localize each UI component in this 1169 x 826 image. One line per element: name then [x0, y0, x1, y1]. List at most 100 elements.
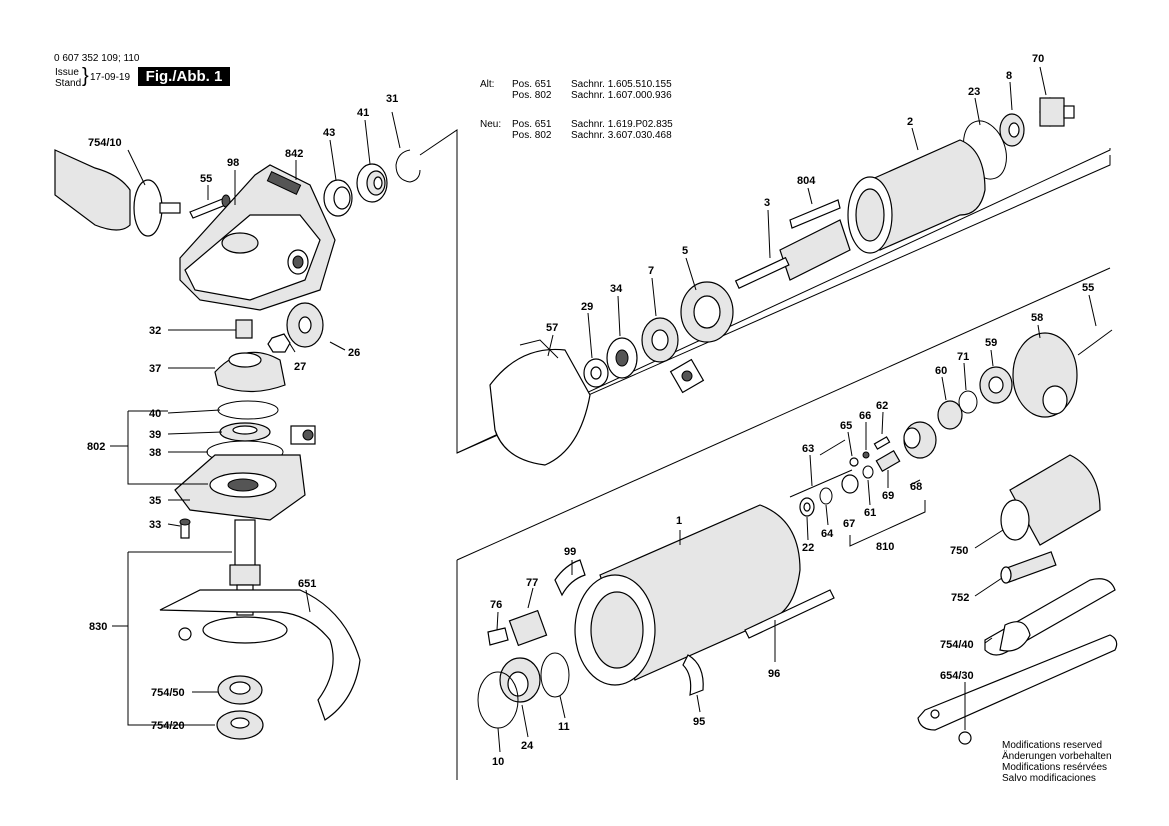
modifications-fr: Modifications resérvées: [1002, 762, 1108, 773]
part-651-guard: [159, 589, 361, 721]
part-3-rotor: [734, 219, 851, 289]
label-24: 24: [521, 740, 534, 752]
label-99: 99: [564, 546, 576, 558]
grease-icon-left: [290, 425, 316, 445]
label-10: 10: [492, 756, 504, 768]
label-62: 62: [876, 400, 888, 412]
label-55: 55: [200, 173, 212, 185]
label-64: 64: [821, 528, 834, 540]
label-752: 752: [951, 592, 969, 604]
part-1-housing: [574, 504, 801, 686]
part-31-circlip: [395, 149, 421, 183]
label-754-40: 754/40: [940, 639, 974, 651]
part-2-cylinder: [847, 139, 986, 254]
part-76-bracket: [487, 627, 509, 646]
label-27: 27: [294, 361, 306, 373]
valve-body: [903, 421, 937, 459]
label-651: 651: [298, 578, 316, 590]
label-754-20: 754/20: [151, 720, 185, 732]
part-34-bearing-cap: [606, 337, 638, 379]
label-830: 830: [89, 621, 107, 633]
label-98: 98: [227, 157, 239, 169]
part-99-label: [554, 559, 586, 597]
part-57-governor: [489, 339, 591, 466]
label-63: 63: [802, 443, 814, 455]
label-43: 43: [323, 127, 335, 139]
part-61-oring: [862, 465, 874, 479]
part-69-spring: [875, 449, 901, 473]
label-654-30: 654/30: [940, 670, 974, 682]
part-43-ring: [323, 179, 353, 217]
label-2: 2: [907, 116, 913, 128]
part-27-nut: [267, 333, 291, 353]
label-32: 32: [149, 325, 161, 337]
label-38: 38: [149, 447, 161, 459]
label-40: 40: [149, 408, 161, 420]
part-41-bearing: [356, 163, 388, 203]
part-29-washer: [583, 358, 609, 388]
label-754-10: 754/10: [88, 137, 122, 149]
label-70: 70: [1032, 53, 1044, 65]
part-59-fitting: [979, 366, 1013, 404]
part-26-bevel-gear: [286, 302, 324, 348]
label-750: 750: [950, 545, 968, 557]
part-64-oring: [819, 487, 833, 505]
label-68: 68: [910, 481, 922, 493]
part-96-nameplate: [744, 589, 835, 639]
neu-row-2-pos: Pos. 802: [512, 130, 552, 141]
label-59: 59: [985, 337, 997, 349]
part-654-30-pin-spanner: [917, 634, 1118, 745]
label-1: 1: [676, 515, 682, 527]
alt-label: Alt:: [480, 79, 495, 90]
part-32-needle-sleeve: [235, 319, 253, 339]
part-58-housing-cover: [1012, 332, 1078, 418]
modifications-es: Salvo modificaciones: [1002, 773, 1096, 784]
stand-label: Stand: [55, 78, 82, 89]
label-67: 67: [843, 518, 855, 530]
panel-outlines: [419, 129, 1111, 780]
modifications-de: Änderungen vorbehalten: [1002, 751, 1112, 762]
part-62-spring: [873, 436, 891, 450]
part-66-ball: [862, 451, 870, 459]
label-31: 31: [386, 93, 398, 105]
neu-label: Neu:: [480, 119, 502, 130]
label-33: 33: [149, 519, 161, 531]
label-96: 96: [768, 668, 780, 680]
label-11: 11: [558, 721, 570, 733]
label-65: 65: [840, 420, 852, 432]
label-55-right: 55: [1082, 282, 1094, 294]
part-11-oring: [540, 652, 570, 698]
neu-row-2-sachnr: Sachnr. 3.607.030.468: [571, 130, 672, 141]
part-22-washer: [799, 497, 815, 517]
part-70-valve: [1039, 97, 1075, 127]
part-95-label: [682, 654, 704, 696]
label-58: 58: [1031, 312, 1043, 324]
alt-row-1-sachnr: Sachnr. 1.605.510.155: [571, 79, 672, 90]
part-35-flange: [174, 454, 306, 521]
modifications-note: Modifications reserved Änderungen vorbeh…: [1002, 740, 1112, 784]
label-41: 41: [357, 107, 369, 119]
alt-row-2-pos: Pos. 802: [512, 90, 552, 101]
label-26: 26: [348, 347, 360, 359]
part-77-trigger: [508, 609, 548, 647]
label-8: 8: [1006, 70, 1012, 82]
label-22: 22: [802, 542, 814, 554]
label-66: 66: [859, 410, 871, 422]
neu-row-1-pos: Pos. 651: [512, 119, 552, 130]
label-76: 76: [490, 599, 502, 611]
part-98-842-housing: [179, 164, 336, 311]
part-40-circlip: [217, 400, 279, 420]
label-29: 29: [581, 301, 593, 313]
label-77: 77: [526, 577, 538, 589]
label-3: 3: [764, 197, 770, 209]
alt-row-1-pos: Pos. 651: [512, 79, 552, 90]
part-24-inlet: [499, 657, 541, 703]
part-8-bearing: [999, 113, 1025, 147]
label-754-50: 754/50: [151, 687, 185, 699]
part-37-bevel-gear: [214, 351, 286, 393]
document-number: 0 607 352 109; 110: [54, 53, 140, 64]
label-802: 802: [87, 441, 105, 453]
part-7-bearing: [641, 317, 679, 363]
part-754-40-wrench: [984, 578, 1116, 656]
